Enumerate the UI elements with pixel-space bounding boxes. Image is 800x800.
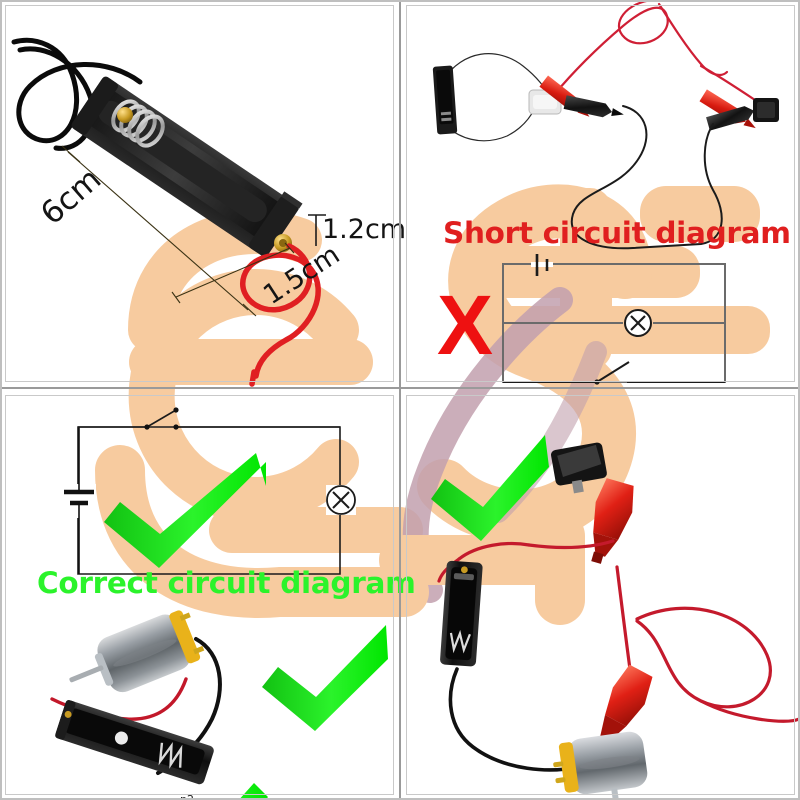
frame-top-right (406, 5, 795, 382)
short-circuit-title: Short circuit diagram (443, 216, 791, 250)
photo-red-wires-br (437, 539, 800, 723)
correct-circuit-title: Correct circuit diagram (37, 566, 416, 600)
schematic-battery-correct (64, 427, 94, 574)
photo-black-loop (570, 105, 723, 250)
switch-terminal-p2: p2 (180, 793, 194, 800)
red-wire-lead (240, 243, 321, 379)
schematic-switch-correct (78, 407, 340, 430)
panel-product-dimensions: 6cm 1.2cm 1.5cm (0, 0, 406, 387)
photo-battery-holder-bl (55, 700, 214, 785)
photo-battery-holder (432, 65, 458, 135)
frame-top-left (5, 5, 394, 382)
divider-horizontal (0, 387, 800, 389)
schematic-switch-short (503, 361, 725, 385)
divider-vertical (399, 0, 401, 800)
panel-correct-circuit: p1 p2 (0, 389, 399, 800)
x-mark-short-schematic: X (437, 278, 494, 372)
photo-dc-motor-br (553, 731, 648, 800)
check-mark-br (431, 435, 549, 541)
frame-bottom-right (406, 395, 795, 795)
check-mark-upper (104, 453, 266, 568)
dimension-label-height: 1.2cm (322, 214, 407, 245)
black-wire-leads (11, 37, 143, 151)
check-mark-schematic (238, 783, 268, 800)
short-circuit-schematic (502, 254, 726, 385)
photo-black-wire-br (448, 667, 579, 772)
panel-correct-wiring-photo (401, 389, 800, 800)
schematic-motor-symbol-correct (326, 485, 356, 515)
schematic-motor-symbol-short (624, 309, 652, 337)
photo-battery-holder-br (440, 560, 483, 667)
dimension-lines (61, 145, 326, 317)
check-mark-lower-bl (262, 625, 388, 731)
black-alligator-clip-left (563, 95, 624, 118)
brass-contact-top (117, 107, 133, 123)
coil-spring (111, 99, 165, 148)
frame-bottom-left (5, 395, 394, 795)
photo-red-wires (551, 0, 757, 102)
panel-short-circuit: X (401, 0, 800, 387)
photo-dc-motor-bl (69, 610, 205, 693)
photo-rocker-switch-br (551, 442, 607, 494)
black-alligator-clip-right (706, 106, 755, 131)
photo-rocker-switch (753, 98, 779, 122)
